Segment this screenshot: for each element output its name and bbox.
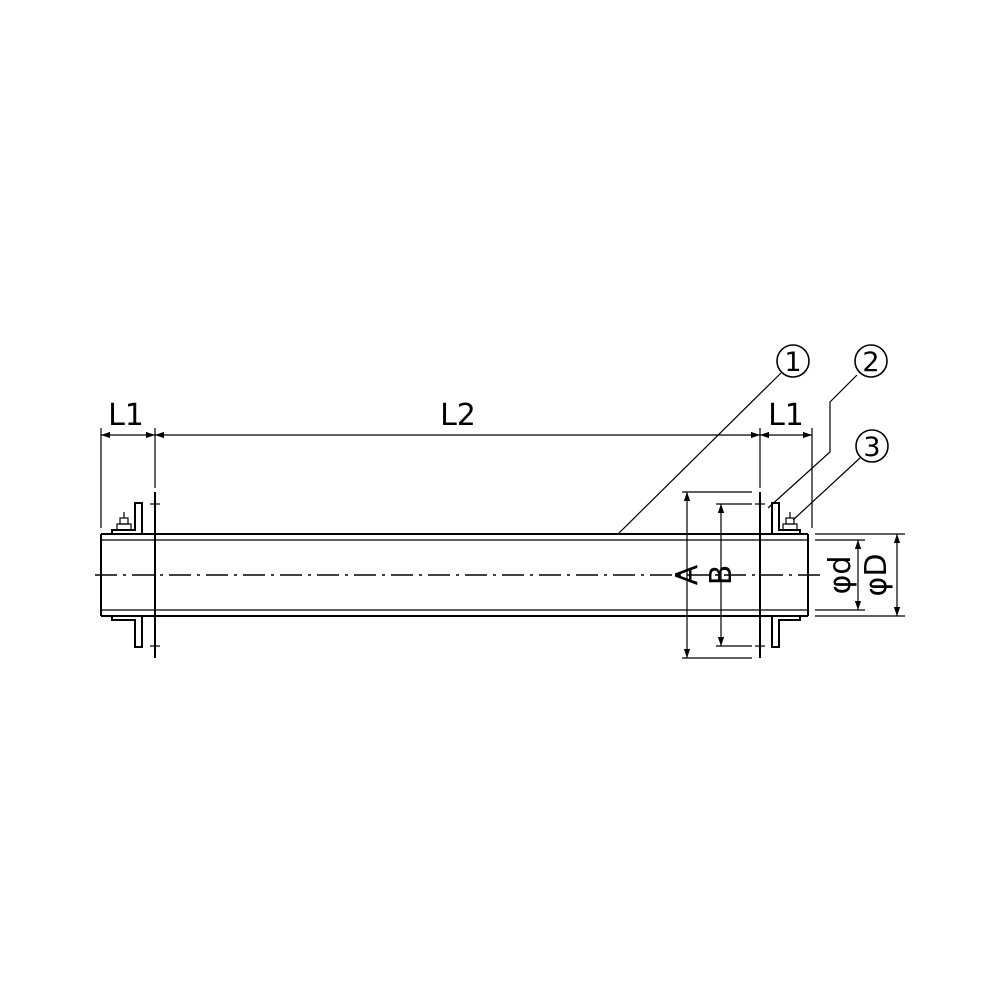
left-flange-plate [150, 492, 160, 658]
dim-l1-left: L1 [108, 398, 144, 433]
dim-l1-right: L1 [768, 398, 804, 433]
callout-2: 2 [854, 344, 888, 378]
dim-l2: L2 [440, 398, 476, 433]
right-flange-plate [755, 492, 765, 658]
callout-3: 3 [855, 429, 889, 463]
right-angle-bracket [771, 502, 801, 648]
top-extension-lines [100, 428, 813, 528]
right-bolt [782, 512, 798, 531]
dim-d-outer: φD [859, 554, 894, 597]
left-angle-bracket [111, 502, 143, 648]
dim-d-inner: φd [823, 556, 858, 595]
callout-3-number: 3 [863, 432, 880, 463]
callout-1-number: 1 [784, 347, 801, 378]
dim-b: B [704, 565, 739, 586]
dim-a: A [670, 564, 705, 585]
callout-2-number: 2 [862, 347, 879, 378]
left-bolt [116, 512, 132, 531]
callout-1: 1 [776, 344, 810, 378]
callout-leaders [617, 372, 861, 535]
